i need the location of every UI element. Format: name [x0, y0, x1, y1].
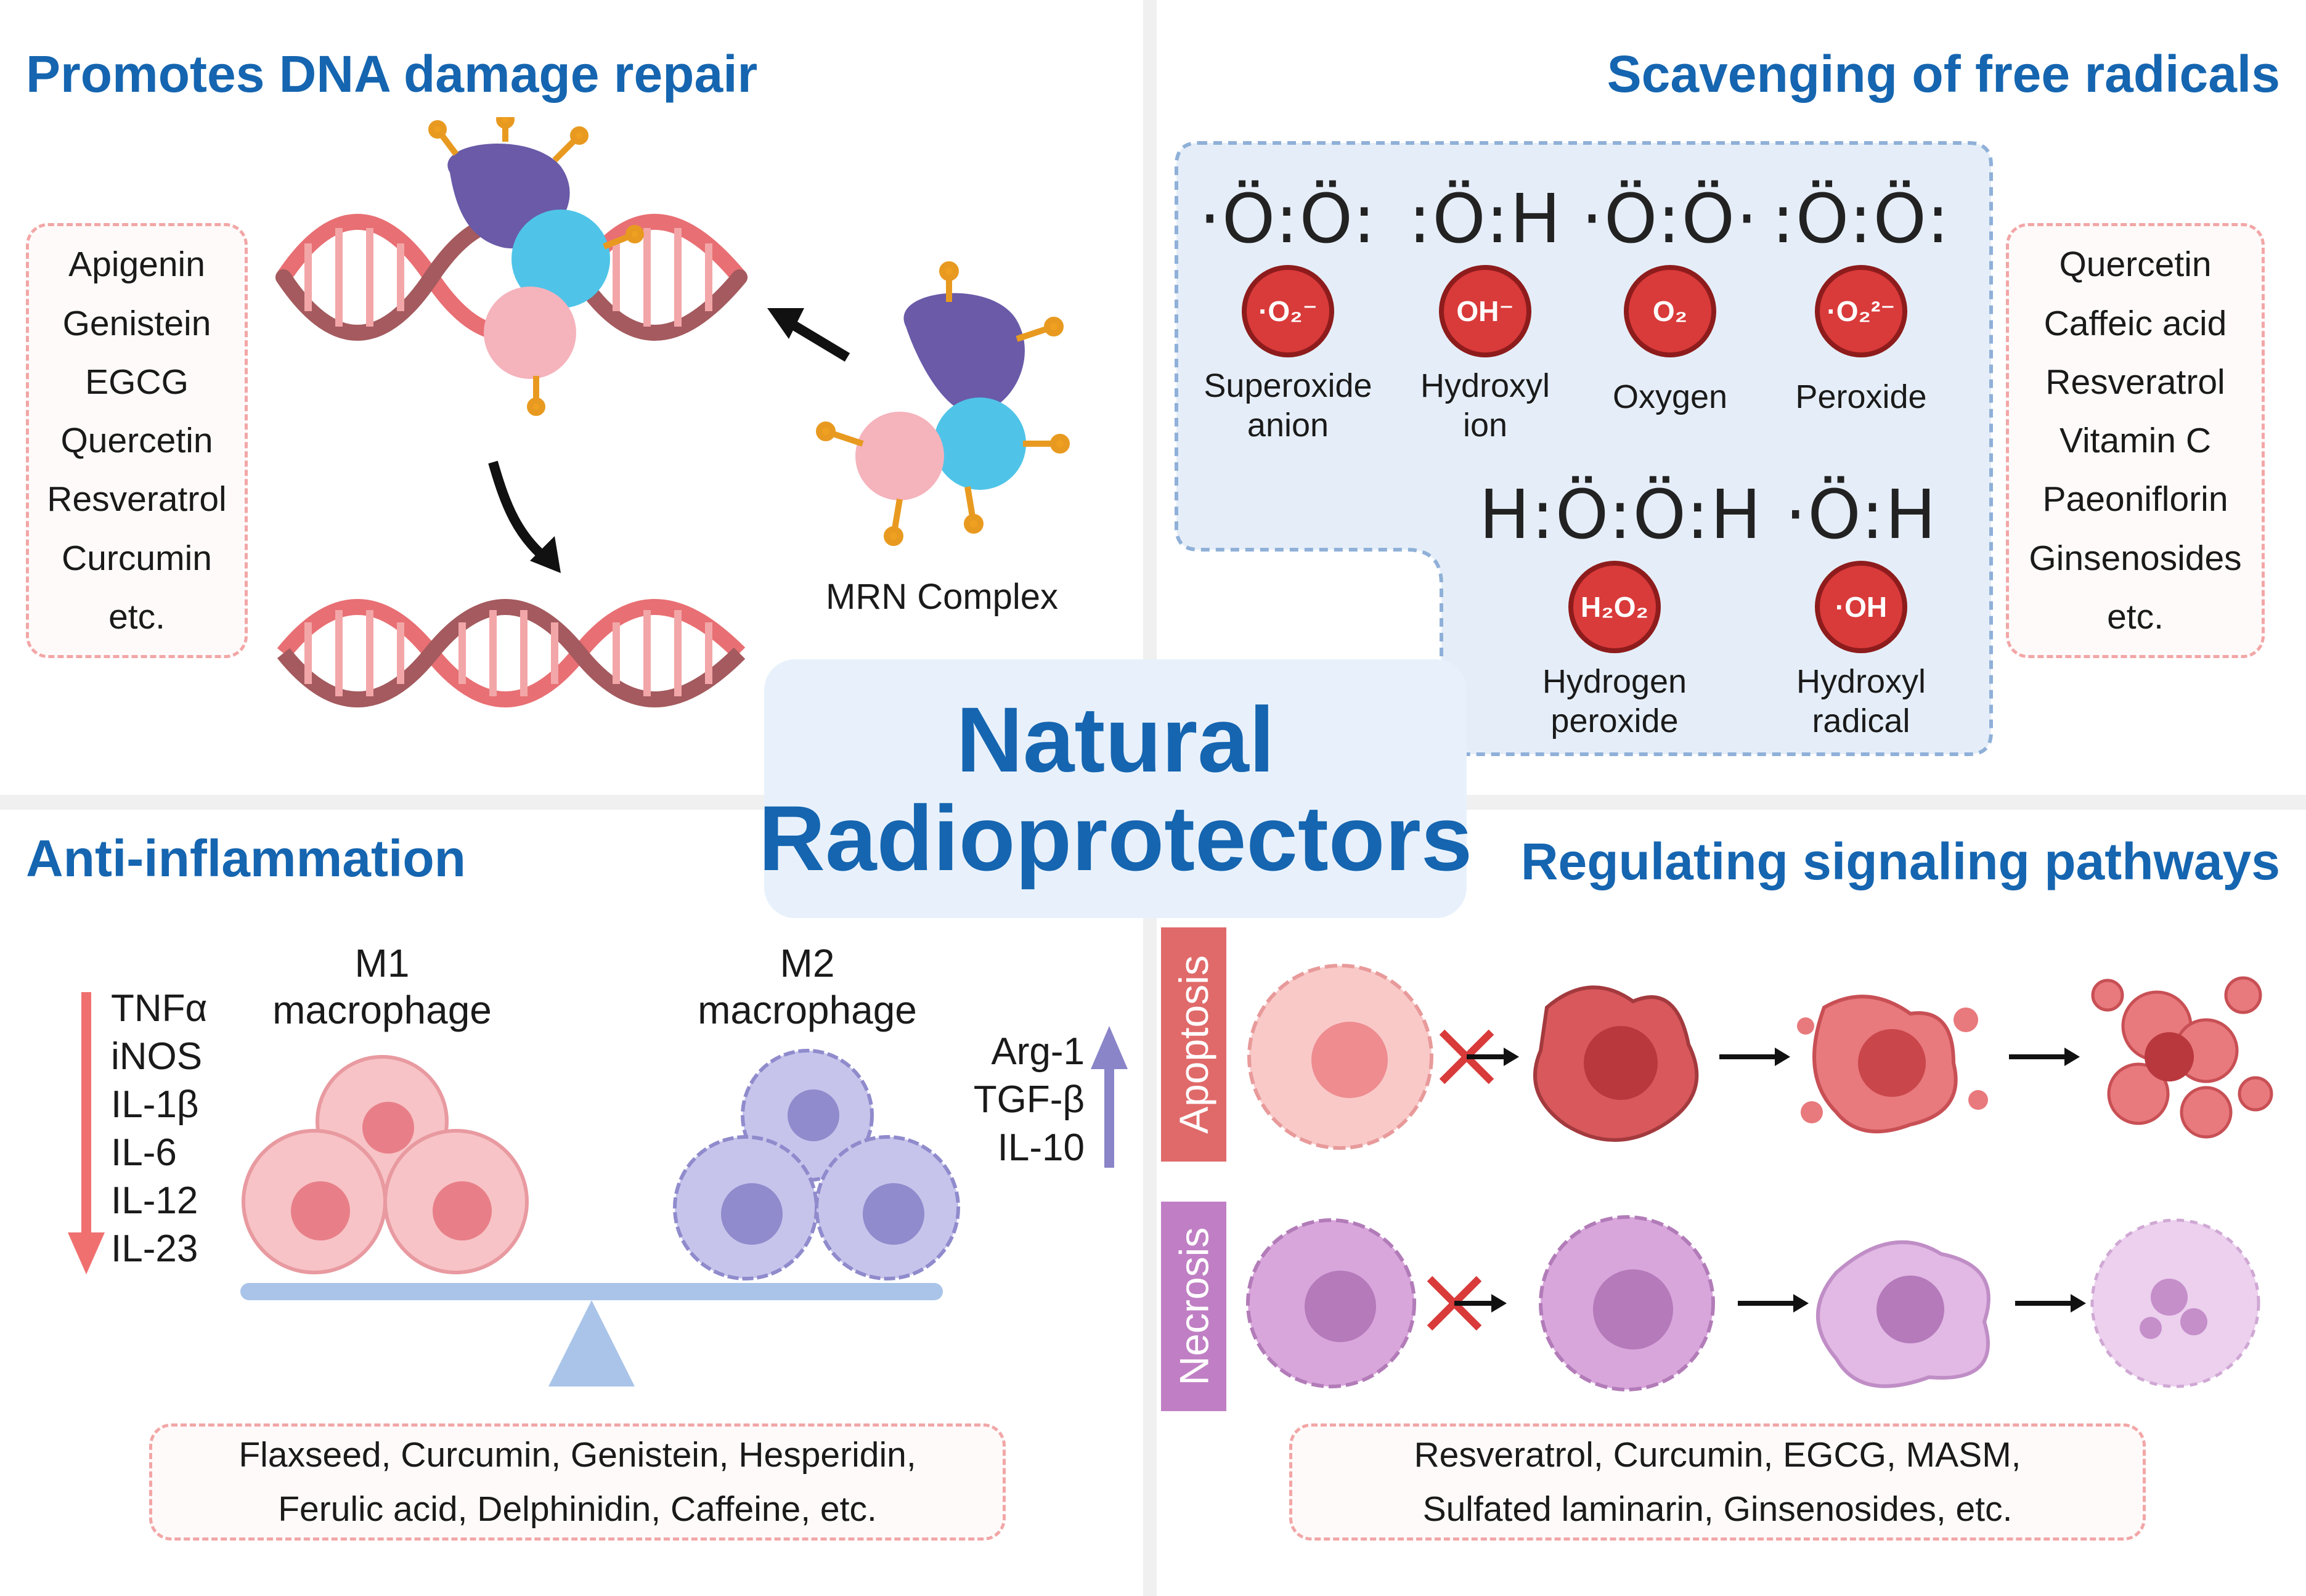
- m2-label-line2: macrophage: [698, 988, 917, 1032]
- m2-marker: Arg-1: [991, 1030, 1085, 1073]
- radical-superoxide: ·Ö:Ö: ·O₂⁻ Superoxide anion: [1189, 185, 1387, 445]
- compound-item: Resveratrol: [47, 479, 227, 519]
- apoptosis-label: Apoptosis: [1161, 927, 1226, 1162]
- m1-marker: IL-6: [111, 1131, 177, 1174]
- lewis-structure: ·Ö:Ö·: [1581, 179, 1759, 258]
- lewis-structure: ·Ö:Ö:: [1199, 179, 1377, 258]
- radical-name-line2: anion: [1247, 407, 1329, 444]
- radical-name: Oxygen: [1612, 378, 1728, 415]
- radical-ball: ·O₂⁻: [1242, 265, 1334, 357]
- compound-item: Caffeic acid: [2043, 303, 2227, 343]
- compound-item: Vitamin C: [2059, 421, 2212, 460]
- balance-scale: [240, 1283, 943, 1386]
- necrosis-label: Necrosis: [1161, 1202, 1226, 1411]
- compound-item: Genistein: [62, 303, 211, 343]
- m2-macrophage-cells: [673, 1049, 960, 1280]
- radical-ball: H₂O₂: [1568, 561, 1661, 653]
- mrn-complex-label: MRN Complex: [826, 577, 1059, 617]
- lewis-structure: H:Ö:Ö:H: [1479, 475, 1762, 554]
- compound-line: Ferulic acid, Delphinidin, Caffeine, etc…: [278, 1489, 877, 1529]
- necrosis-sequence: [1246, 1215, 2260, 1391]
- radical-name: Peroxide: [1795, 378, 1927, 415]
- radical-name-line2: peroxide: [1550, 702, 1679, 739]
- dna-repair-title: Promotes DNA damage repair: [26, 45, 758, 103]
- compound-item: Paeoniflorin: [2042, 479, 2228, 519]
- center-title-box: Natural Radioprotectors: [759, 659, 1472, 918]
- compound-item: etc.: [108, 596, 165, 637]
- repair-arrow: [488, 460, 561, 573]
- compound-item: Curcumin: [62, 538, 212, 578]
- compound-line: Flaxseed, Curcumin, Genistein, Hesperidi…: [238, 1435, 916, 1475]
- damaged-dna-illustration: [275, 117, 748, 416]
- anti-inflammation-title: Anti-inflammation: [26, 829, 466, 887]
- m1-macrophage-cells: [242, 1055, 529, 1274]
- compound-item: Resveratrol: [2045, 362, 2225, 402]
- compound-item: Apigenin: [68, 245, 205, 285]
- radical-name-line2: ion: [1462, 407, 1508, 444]
- compound-item: Ginsenosides: [2029, 538, 2242, 578]
- compound-line: Sulfated laminarin, Ginsenosides, etc.: [1422, 1489, 2013, 1529]
- radical-ball: O₂: [1624, 265, 1716, 357]
- radical-peroxide: :Ö:Ö: ·O₂²⁻ Peroxide: [1769, 185, 1954, 417]
- m1-marker: IL-12: [111, 1179, 198, 1222]
- m2-marker-list: Arg-1 TGF-β IL-10: [961, 1028, 1085, 1172]
- radical-name: Hydrogen: [1542, 663, 1687, 700]
- m1-marker: IL-1β: [111, 1083, 199, 1126]
- radical-ball: ·OH: [1815, 561, 1907, 653]
- signaling-title: Regulating signaling pathways: [1520, 833, 2280, 890]
- repaired-dna-illustration: [277, 599, 746, 707]
- radical-hydrogen-peroxide: H:Ö:Ö:H H₂O₂ Hydrogen peroxide: [1479, 475, 1762, 741]
- compound-line: Resveratrol, Curcumin, EGCG, MASM,: [1414, 1435, 2021, 1475]
- radical-name: Hydroxyl: [1420, 367, 1550, 404]
- m1-marker: IL-23: [111, 1228, 198, 1270]
- m2-label: M2 macrophage: [678, 940, 937, 1033]
- center-title-line2: Radioprotectors: [758, 786, 1473, 890]
- signaling-compound-box: Resveratrol, Curcumin, EGCG, MASM, Sulfa…: [1289, 1423, 2146, 1541]
- radical-hydroxyl-ion: :Ö:H OH⁻ Hydroxyl ion: [1393, 185, 1578, 445]
- m1-label-line1: M1: [354, 941, 410, 985]
- m2-marker: TGF-β: [973, 1078, 1085, 1121]
- radical-name-line2: radical: [1812, 702, 1910, 739]
- center-title-line1: Natural: [956, 688, 1275, 791]
- compound-item: Quercetin: [2059, 245, 2212, 285]
- radical-oxygen: ·Ö:Ö· O₂ Oxygen: [1578, 185, 1762, 417]
- compound-item: EGCG: [85, 362, 189, 402]
- lewis-structure: :Ö:Ö:: [1771, 179, 1951, 258]
- m1-label: M1 macrophage: [253, 940, 511, 1033]
- free-radicals-title: Scavenging of free radicals: [1607, 45, 2280, 103]
- compound-item: etc.: [2107, 596, 2164, 637]
- anti-inflammation-compound-box: Flaxseed, Curcumin, Genistein, Hesperidi…: [149, 1423, 1006, 1541]
- m1-label-line2: macrophage: [272, 988, 492, 1032]
- radical-ball: OH⁻: [1439, 265, 1531, 357]
- free-radicals-compound-box: Quercetin Caffeic acid Resveratrol Vitam…: [2006, 223, 2265, 658]
- m1-marker: TNFα: [111, 987, 208, 1030]
- m2-up-arrow: [1091, 1026, 1128, 1168]
- radical-hydroxyl-radical: ·Ö:H ·OH Hydroxyl radical: [1769, 481, 1954, 741]
- m2-marker: IL-10: [997, 1126, 1085, 1169]
- compound-item: Quercetin: [60, 421, 213, 460]
- lewis-structure: :Ö:H: [1408, 179, 1562, 258]
- m1-down-arrow: [68, 992, 105, 1274]
- radical-ball: ·O₂²⁻: [1815, 265, 1907, 357]
- apoptosis-sequence: [1247, 964, 2273, 1150]
- lewis-structure: ·Ö:H: [1785, 475, 1937, 554]
- radical-panel-background: [1175, 141, 1993, 756]
- dna-repair-compound-box: Apigenin Genistein EGCG Quercetin Resver…: [26, 223, 248, 658]
- m2-label-line1: M2: [780, 941, 835, 985]
- mrn-complex-illustration: [816, 261, 1070, 546]
- m1-marker-list: TNFα iNOS IL-1β IL-6 IL-12 IL-23: [111, 985, 207, 1273]
- radical-name: Hydroxyl: [1796, 663, 1926, 700]
- radical-name: Superoxide: [1204, 367, 1372, 404]
- recruit-arrow: [767, 308, 850, 362]
- m1-marker: iNOS: [111, 1035, 203, 1078]
